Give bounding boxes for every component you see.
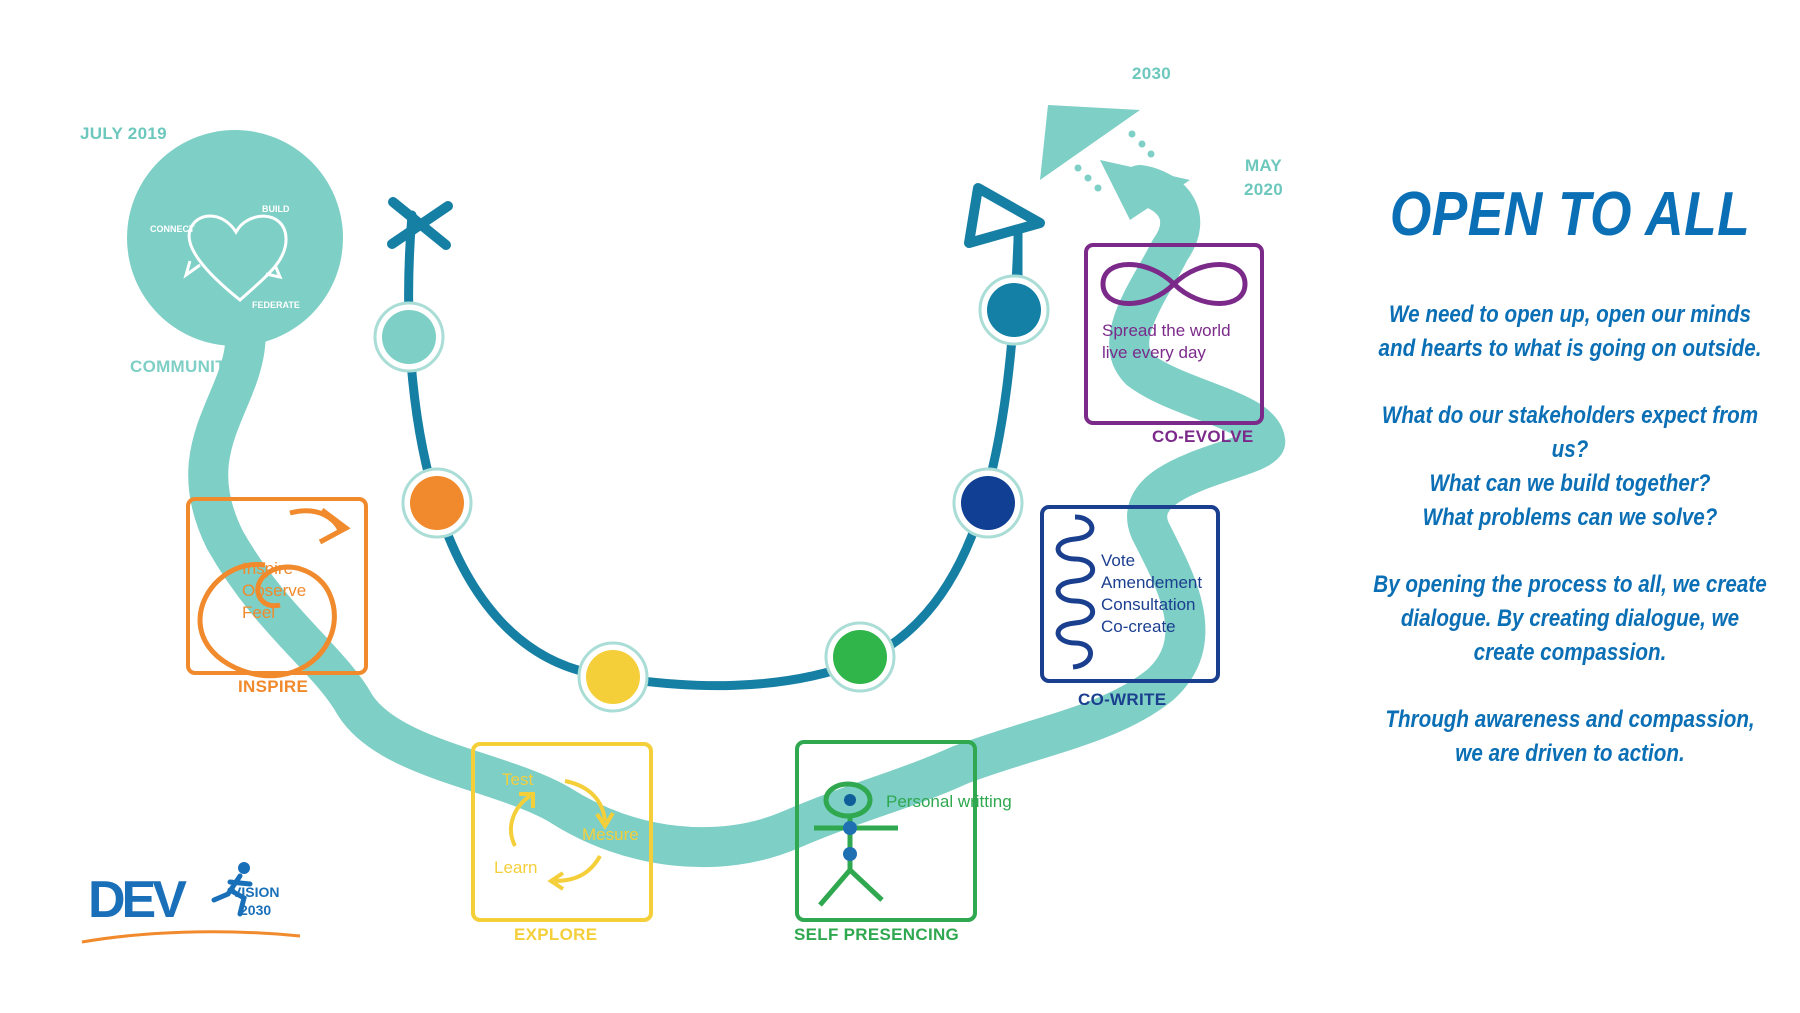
heart-arrow-right — [265, 264, 283, 280]
u-curve-nodes — [373, 274, 1050, 713]
heart-icon — [187, 214, 288, 302]
explore-box — [471, 742, 653, 922]
infinity-icon — [1100, 262, 1248, 306]
co-evolve-line: Spread the world — [1102, 321, 1231, 340]
explore-caption: EXPLORE — [514, 925, 598, 944]
cycle-arrows-icon — [509, 779, 615, 891]
paragraph-line: By opening the process to all, we create — [1373, 571, 1767, 598]
river-arrowhead — [1100, 160, 1190, 220]
spiral-icon — [197, 508, 351, 679]
heart-word-federate: FEDERATE — [252, 300, 300, 310]
paragraph-line: What problems can we solve? — [1422, 504, 1718, 531]
node-teal — [382, 310, 436, 364]
target-arrowhead — [1040, 105, 1140, 180]
logo-swoosh — [81, 930, 301, 944]
date-milestone: MAY 2020 — [1244, 156, 1284, 199]
self-presencing-text: Personal writting — [886, 792, 1012, 811]
co-write-line: Vote — [1101, 551, 1136, 570]
node-blue — [987, 283, 1041, 337]
co-write-line: Co-create — [1101, 617, 1176, 636]
paragraph-line: dialogue. By creating dialogue, we — [1400, 605, 1740, 632]
paragraph: By opening the process to all, we create… — [1372, 568, 1768, 670]
explore-test: Test — [502, 770, 534, 789]
co-evolve-box — [1084, 243, 1264, 425]
dev-vision-logo: DEV VISION 2030 — [80, 860, 310, 950]
logo-text-vision: VISION — [232, 884, 280, 900]
inspire-line: Observe — [242, 581, 307, 600]
self-presencing-caption: SELF PRESENCING — [794, 925, 960, 944]
dotted-connector — [1074, 130, 1155, 192]
explore-mesure: Mesure — [582, 825, 639, 844]
paragraph-line: We need to open up, open our minds — [1389, 301, 1751, 328]
co-evolve-caption: CO-EVOLVE — [1152, 427, 1254, 446]
node-navy — [961, 476, 1015, 530]
logo-text-year: 2030 — [240, 902, 272, 918]
inspire-text: Inspire Observe Feel — [242, 558, 306, 624]
paragraph-line: Through awareness and compassion, — [1385, 706, 1755, 733]
paragraph-line: us? — [1551, 436, 1589, 463]
co-evolve-text: Spread the world live every day — [1102, 320, 1231, 364]
node-green — [833, 630, 887, 684]
heart-word-build: BUILD — [262, 204, 290, 214]
co-write-text: Vote Amendement Consultation Co-create — [1101, 550, 1202, 638]
explore-learn: Learn — [494, 858, 538, 877]
end-triangle-marker — [964, 183, 1045, 248]
paragraph: What do our stakeholders expect from us?… — [1372, 399, 1768, 535]
paragraph-line: What do our stakeholders expect from — [1381, 402, 1759, 429]
heart-word-connect: CONNECT — [150, 224, 195, 234]
co-write-caption: CO-WRITE — [1078, 690, 1167, 709]
self-presencing-box — [795, 740, 977, 922]
person-icon — [814, 781, 898, 907]
coil-icon — [1055, 514, 1096, 670]
heart-arrow-left — [183, 260, 201, 279]
co-write-box — [1040, 505, 1220, 683]
co-write-line: Amendement — [1101, 573, 1203, 592]
logo-mark: DEV — [88, 871, 187, 929]
date-start: JULY 2019 — [80, 124, 167, 143]
co-evolve-line: live every day — [1102, 343, 1206, 362]
panel-title: OPEN TO ALL — [1389, 180, 1751, 249]
u-curve — [404, 210, 1023, 691]
community-circle — [127, 130, 343, 346]
paragraph-line: and hearts to what is going on outside. — [1378, 335, 1762, 362]
co-write-line: Consultation — [1101, 595, 1196, 614]
date-target-year: 2030 — [1132, 64, 1172, 83]
paragraph-line: What can we build together? — [1429, 470, 1711, 497]
paragraph-line: create compassion. — [1473, 639, 1667, 666]
start-x-marker — [387, 197, 453, 250]
runner-icon — [211, 862, 253, 917]
inspire-caption: INSPIRE — [238, 677, 309, 696]
inspire-line: Inspire — [242, 559, 294, 578]
community-label: COMMUNITY — [130, 357, 238, 376]
paragraph: We need to open up, open our minds and h… — [1372, 298, 1768, 366]
node-yellow — [586, 650, 640, 704]
right-panel: OPEN TO ALL We need to open up, open our… — [1340, 180, 1800, 804]
paragraph: Through awareness and compassion, we are… — [1372, 703, 1768, 771]
paragraph-line: we are driven to action. — [1455, 740, 1685, 767]
node-orange — [410, 476, 464, 530]
inspire-line: Feel — [242, 603, 276, 622]
